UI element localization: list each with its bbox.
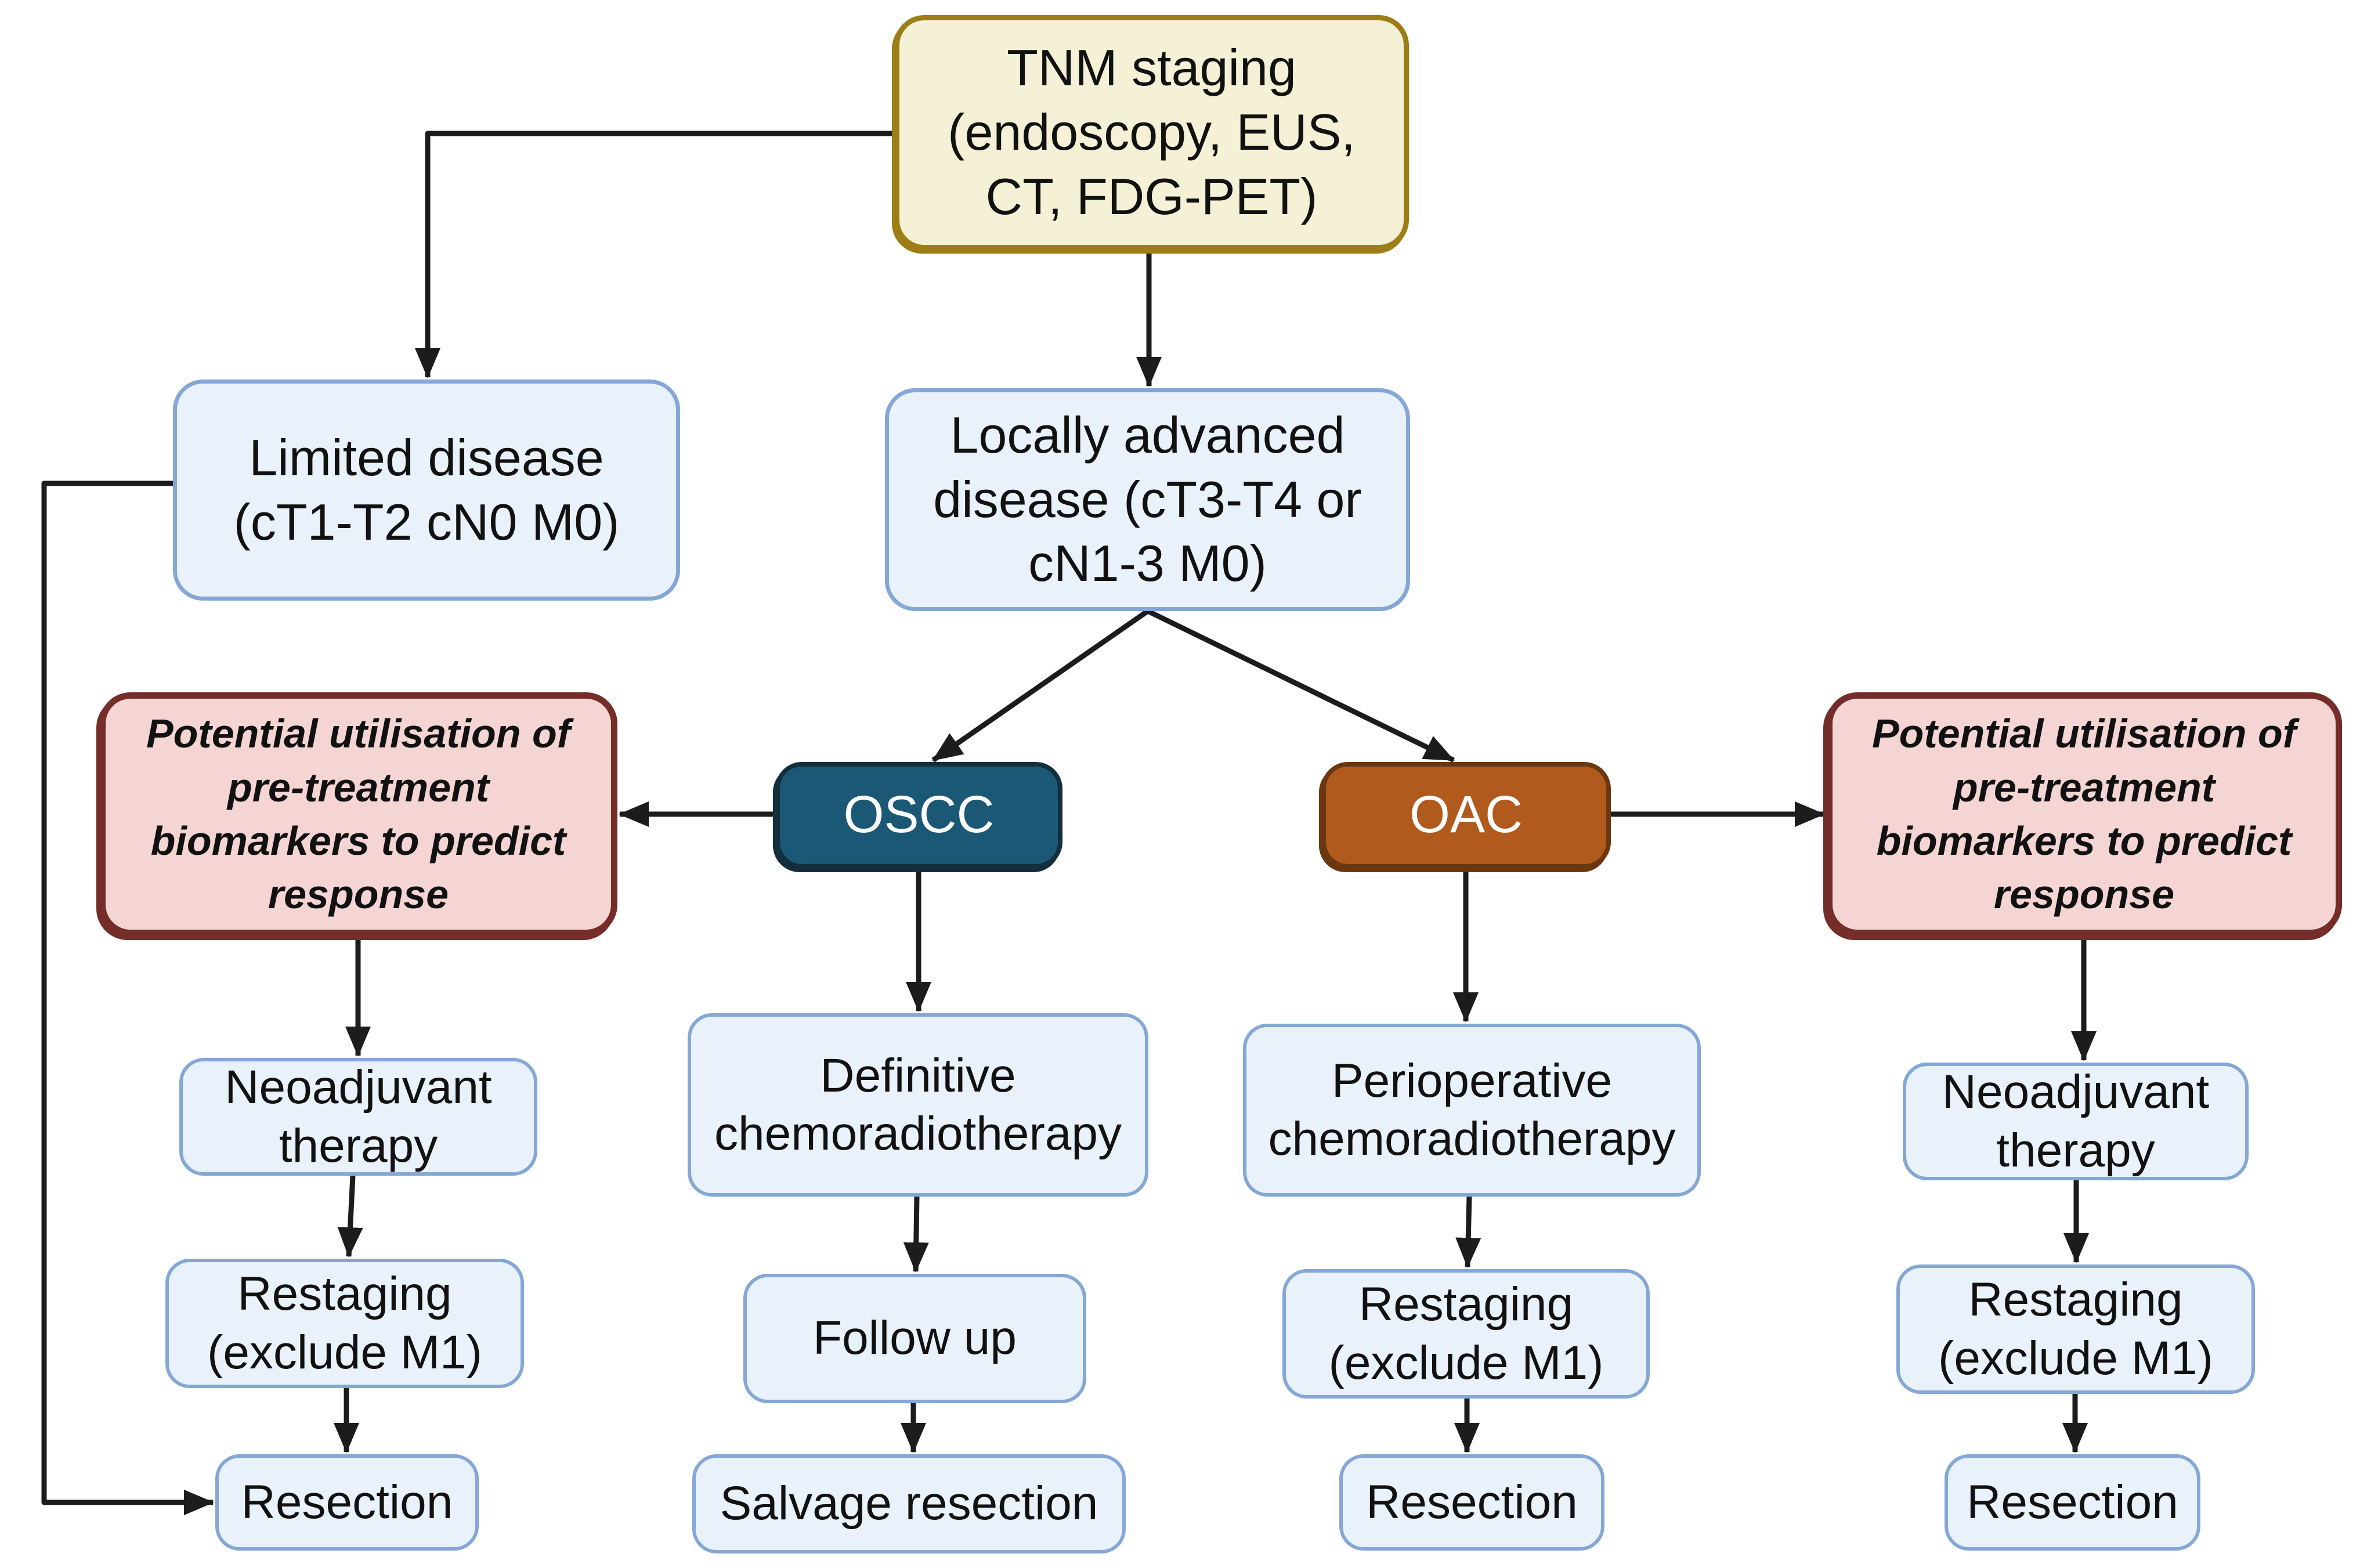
node-locally-advanced-disease: Locally advanced disease (cT3-T4 or cN1-… [885, 388, 1410, 611]
connector-tnm-to-limited [415, 131, 894, 378]
node-neoadjuvant-therapy-left: Neoadjuvant therapy [179, 1058, 537, 1176]
connector-perioperative-crt-to-restaging-oac [1455, 1196, 1481, 1268]
node-restaging-right: Restaging (exclude M1) [1896, 1264, 2255, 1394]
node-resection-oac: Resection [1339, 1454, 1604, 1551]
node-limited-disease: Limited disease (cT1-T2 cN0 M0) [173, 380, 680, 601]
connector-definitive-crt-to-follow-up [903, 1196, 929, 1273]
node-neoadjuvant-therapy-right: Neoadjuvant therapy [1903, 1063, 2249, 1180]
node-resection-right: Resection [1945, 1454, 2200, 1551]
connector-locally-advanced-to-oac [1147, 608, 1455, 763]
node-tnm-staging: TNM staging (endoscopy, EUS, CT, FDG-PET… [894, 15, 1409, 250]
node-biomarkers-right: Potential utilisation of pre-treatment b… [1826, 692, 2342, 936]
node-follow-up: Follow up [743, 1274, 1086, 1403]
node-oscc: OSCC [775, 762, 1062, 869]
connector-neoadjuvant-left-to-restaging-left [337, 1175, 363, 1258]
node-restaging-oac: Restaging (exclude M1) [1282, 1269, 1650, 1399]
node-restaging-left: Restaging (exclude M1) [165, 1259, 524, 1388]
connector-locally-advanced-to-oscc [931, 609, 1150, 763]
node-definitive-chemoradiotherapy: Definitive chemoradiotherapy [688, 1013, 1148, 1197]
node-resection-left: Resection [215, 1454, 479, 1551]
node-oac: OAC [1321, 762, 1611, 869]
node-salvage-resection: Salvage resection [692, 1454, 1126, 1553]
node-biomarkers-left: Potential utilisation of pre-treatment b… [99, 692, 617, 936]
node-perioperative-chemoradiotherapy: Perioperative chemoradiotherapy [1243, 1024, 1701, 1197]
